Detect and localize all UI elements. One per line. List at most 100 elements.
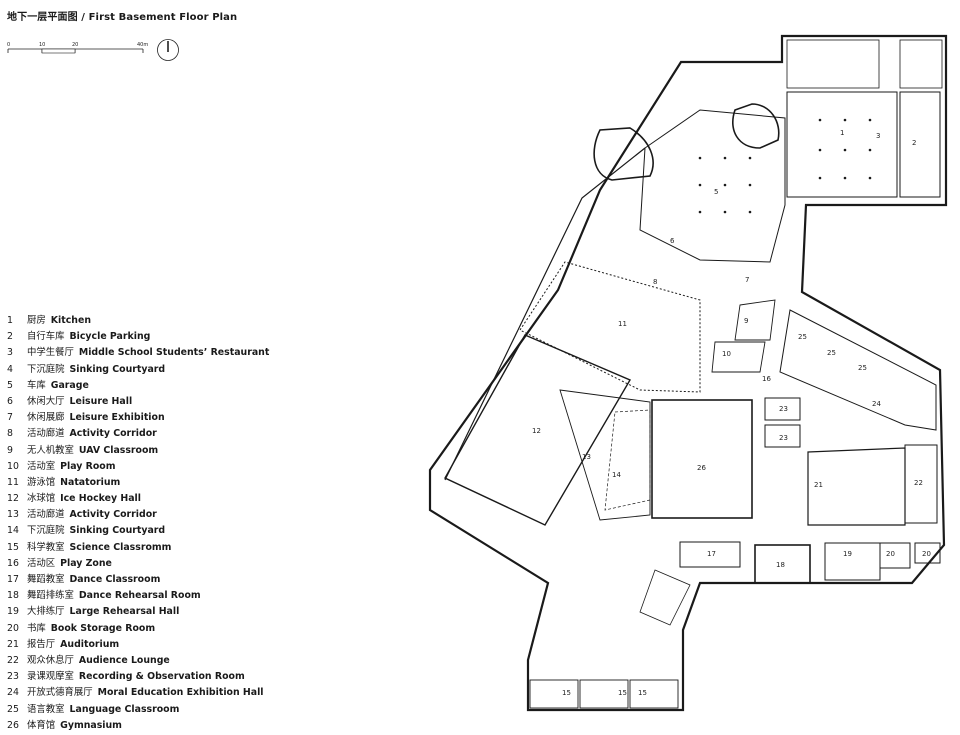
- north-arrow-icon: [157, 39, 179, 61]
- bicycle-parking-outline: [899, 91, 941, 198]
- legend-cn: 休闲展廊: [27, 412, 65, 424]
- legend-cn: 录课观摩室: [27, 671, 74, 683]
- corridor-outline: [559, 389, 651, 521]
- room-label: 15: [562, 689, 571, 697]
- dance-rehearsal-outline: [754, 544, 811, 584]
- legend-en: Book Storage Room: [50, 622, 156, 634]
- scale-tick: 20: [72, 42, 78, 48]
- legend-cn: 舞蹈教室: [27, 574, 65, 585]
- room-label: 17: [707, 550, 716, 558]
- legend-num: 19: [7, 606, 19, 618]
- legend-num: 8: [7, 428, 13, 440]
- recording-room-outline: [764, 424, 801, 448]
- legend-en: Audience Lounge: [78, 654, 170, 666]
- legend-cn: 体育馆: [27, 719, 56, 731]
- kitchen-outline: [786, 91, 898, 198]
- legend-num: 12: [7, 493, 19, 505]
- room-label: 1: [840, 129, 844, 137]
- legend-en: Activity Corridor: [69, 509, 157, 521]
- column-grid: [698, 118, 872, 214]
- legend-cn: 自行车库: [27, 331, 65, 343]
- scale-tick: 0: [7, 42, 10, 48]
- legend-en: Activity Corridor: [69, 428, 157, 440]
- legend-cn: 下沉庭院: [27, 525, 65, 537]
- room-label: 10: [722, 350, 731, 358]
- building-outline: [428, 34, 948, 712]
- legend-cn: 开放式德育展厅: [27, 687, 93, 699]
- legend-item: 8 活动廊道 Activity Corridor: [7, 427, 269, 443]
- legend-cn: 无人机教室: [27, 444, 74, 456]
- legend-en: UAV Classroom: [78, 444, 159, 456]
- room-label: 19: [843, 550, 852, 558]
- dance-classroom-outline: [679, 541, 741, 568]
- room-outline: [786, 39, 880, 89]
- legend-num: 17: [7, 574, 19, 585]
- legend-num: 26: [7, 719, 19, 731]
- legend-en: Play Zone: [60, 557, 112, 569]
- room-label: 3: [876, 132, 880, 140]
- legend-en: Moral Education Exhibition Hall: [97, 687, 264, 699]
- legend-num: 23: [7, 671, 19, 683]
- scale-tick: 10: [39, 42, 45, 48]
- legend-cn: 活动廊道: [27, 509, 65, 521]
- legend-cn: 厨房: [27, 315, 46, 326]
- legend-num: 1: [7, 315, 13, 326]
- legend-num: 15: [7, 541, 19, 553]
- book-storage-outline: [914, 542, 941, 564]
- room-label: 6: [670, 237, 675, 245]
- legend-num: 13: [7, 509, 19, 521]
- legend-en: Leisure Hall: [69, 395, 133, 407]
- legend-num: 4: [7, 363, 13, 375]
- science-room-outline: [579, 679, 629, 709]
- legend-en: Garage: [50, 379, 89, 391]
- inner-wall: [517, 147, 646, 331]
- page-title: 地下一层平面图 / First Basement Floor Plan: [7, 12, 238, 23]
- room-label: 13: [582, 453, 591, 461]
- legend-num: 24: [7, 687, 19, 699]
- room-label: 8: [653, 278, 657, 286]
- legend-cn: 报告厅: [27, 638, 56, 650]
- legend-en: Ice Hockey Hall: [60, 493, 141, 505]
- ramp-outline: [732, 103, 780, 149]
- legend-en: Language Classroom: [69, 703, 180, 715]
- book-storage-outline: [879, 542, 911, 569]
- legend-num: 9: [7, 444, 13, 456]
- room-label: 15: [618, 689, 627, 697]
- uav-room-outline: [734, 299, 776, 341]
- legend-cn: 中学生餐厅: [27, 347, 74, 359]
- legend-cn: 休闲大厅: [27, 395, 65, 407]
- room-label: 5: [714, 188, 718, 196]
- legend-en: Large Rehearsal Hall: [69, 606, 180, 618]
- legend-num: 10: [7, 460, 19, 472]
- legend-item: 6 休闲大厅 Leisure Hall: [7, 395, 269, 411]
- science-room-outline: [629, 679, 679, 709]
- room-label: 20: [886, 550, 895, 558]
- legend-cn: 舞蹈排练室: [27, 590, 74, 602]
- legend-num: 25: [7, 703, 19, 715]
- courtyard-outline: [604, 409, 651, 511]
- legend-num: 6: [7, 395, 13, 407]
- ramp-outline: [593, 127, 654, 181]
- legend-en: Recording & Observation Room: [78, 671, 245, 683]
- legend-en: Dance Rehearsal Room: [78, 590, 201, 602]
- room-label: 16: [762, 375, 771, 383]
- legend-num: 5: [7, 379, 13, 391]
- language-wing-outline: [779, 309, 937, 431]
- legend-num: 22: [7, 654, 19, 666]
- garage-outline: [639, 109, 786, 263]
- legend-cn: 活动廊道: [27, 428, 65, 440]
- legend-cn: 语言教室: [27, 703, 65, 715]
- legend-cn: 书库: [27, 622, 46, 634]
- legend-en: Gymnasium: [60, 719, 122, 731]
- play-room-outline: [711, 341, 766, 373]
